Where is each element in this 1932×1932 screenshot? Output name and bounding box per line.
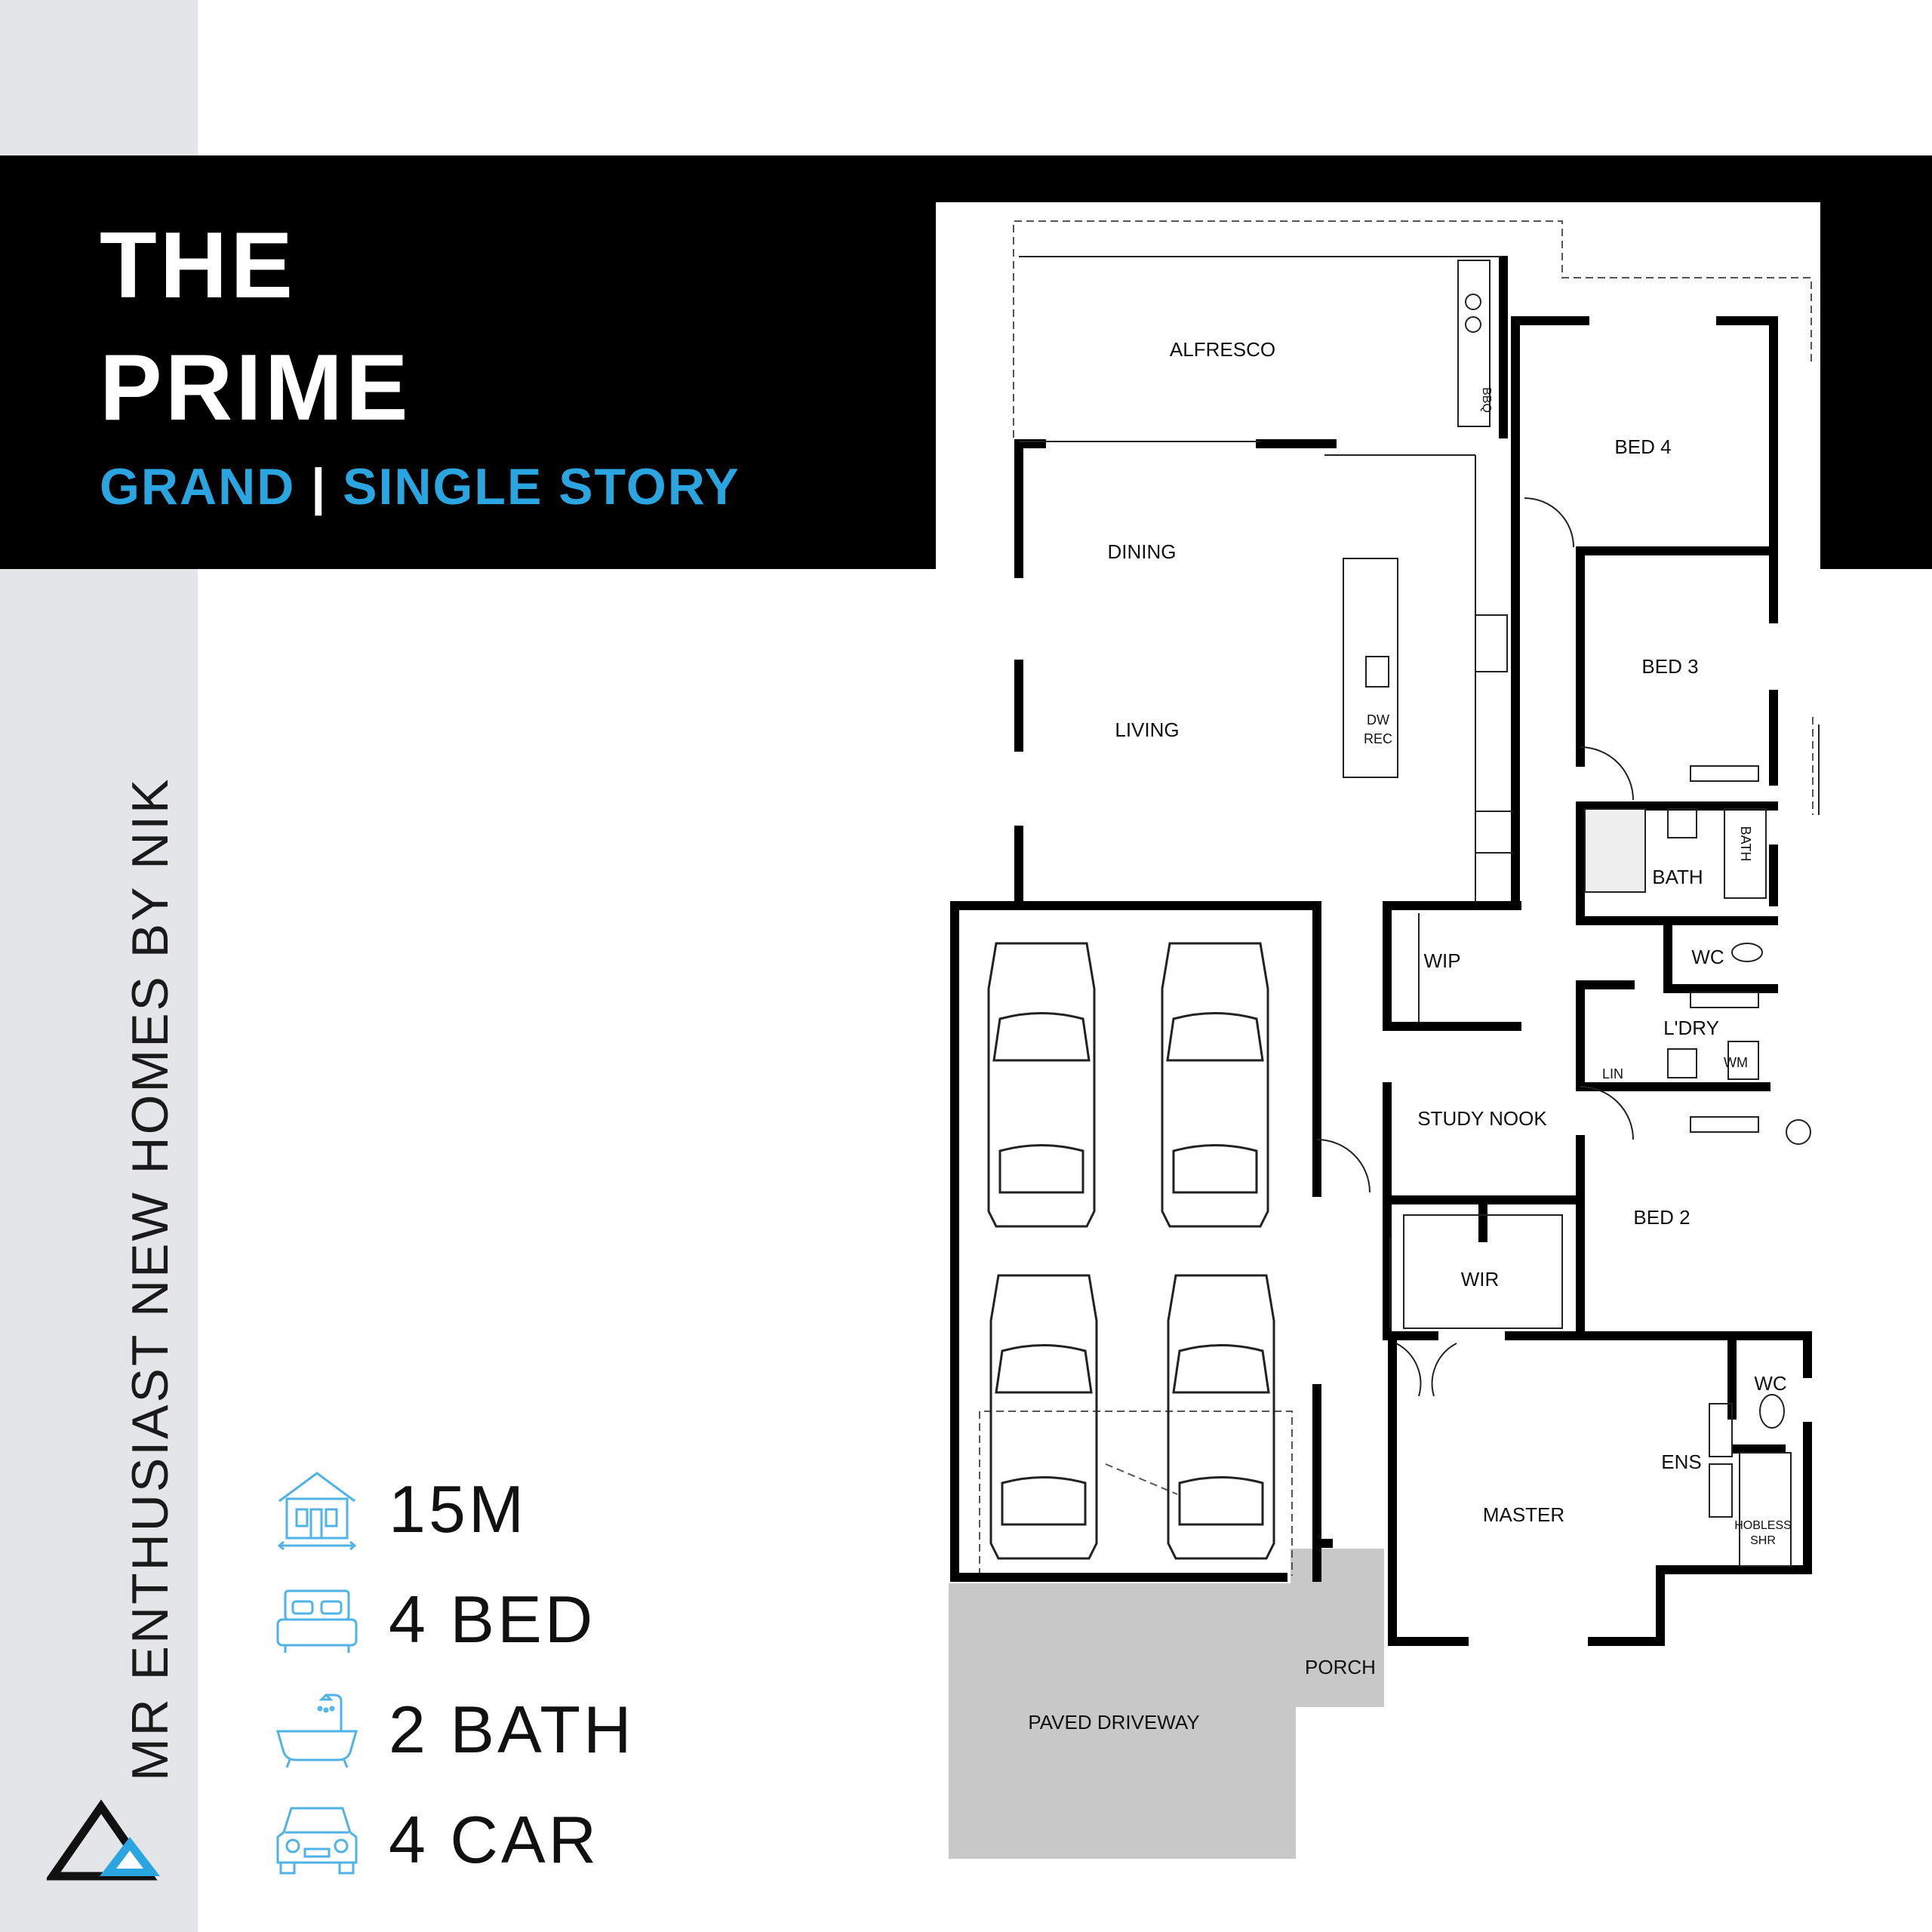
room-master: MASTER: [1483, 1503, 1564, 1526]
stat-car: 4 CAR: [272, 1798, 724, 1881]
stat-bath-label: 2 BATH: [389, 1692, 635, 1767]
stat-bed: 4 BED: [272, 1577, 724, 1660]
stat-car-label: 4 CAR: [389, 1802, 600, 1877]
garage-cars: [987, 942, 1275, 1560]
subtitle-category: GRAND: [100, 458, 296, 515]
label-hobless: HOBLESS: [1734, 1519, 1792, 1532]
room-wir: WIR: [1461, 1268, 1500, 1291]
room-porch: PORCH: [1305, 1656, 1376, 1678]
floor-plan: ALFRESCO BBQ DINING LIVING DW REC BED 4 …: [936, 202, 1820, 1863]
room-wc-1: WC: [1691, 946, 1724, 968]
page-title-line2: PRIME: [100, 336, 411, 440]
house-width-icon: [277, 1472, 357, 1550]
bed-icon: [276, 1589, 358, 1653]
room-paved-driveway: PAVED DRIVEWAY: [1028, 1711, 1199, 1734]
label-bbq: BBQ: [1480, 387, 1493, 413]
subtitle: GRAND | SINGLE STORY: [100, 457, 740, 516]
label-rec: REC: [1364, 731, 1392, 746]
room-living: LIVING: [1115, 718, 1179, 741]
label-shr: SHR: [1750, 1534, 1776, 1547]
room-study-nook: STUDY NOOK: [1417, 1107, 1547, 1130]
car-icon: [276, 1807, 358, 1875]
label-wm: WM: [1724, 1055, 1748, 1070]
brand-vertical-text: MR ENTHUSIAST NEW HOMES BY NIK: [122, 777, 179, 1781]
label-lin: LIN: [1602, 1066, 1623, 1081]
label-dw: DW: [1367, 712, 1389, 728]
page-title-line1: THE: [100, 214, 296, 318]
room-alfresco: ALFRESCO: [1170, 338, 1275, 361]
room-bath: BATH: [1652, 866, 1703, 888]
room-laundry: L'DRY: [1663, 1017, 1719, 1039]
subtitle-type: SINGLE STORY: [343, 458, 740, 515]
stat-width-label: 15M: [389, 1472, 528, 1546]
room-bed4: BED 4: [1614, 435, 1671, 458]
stat-bed-label: 4 BED: [389, 1582, 596, 1657]
room-wip: WIP: [1423, 949, 1460, 972]
room-bed2: BED 2: [1633, 1206, 1690, 1229]
room-ens: ENS: [1661, 1451, 1701, 1473]
room-bed3: BED 3: [1641, 655, 1698, 678]
bathtub-icon: [276, 1693, 358, 1768]
stat-width: 15M: [272, 1467, 724, 1550]
room-dining: DINING: [1108, 540, 1177, 563]
label-bath-tub: BATH: [1738, 826, 1753, 862]
room-wc-2: WC: [1754, 1372, 1786, 1395]
subtitle-separator: |: [311, 458, 328, 515]
mountain-logo-icon: [47, 1799, 160, 1881]
stat-bath: 2 BATH: [272, 1687, 724, 1770]
